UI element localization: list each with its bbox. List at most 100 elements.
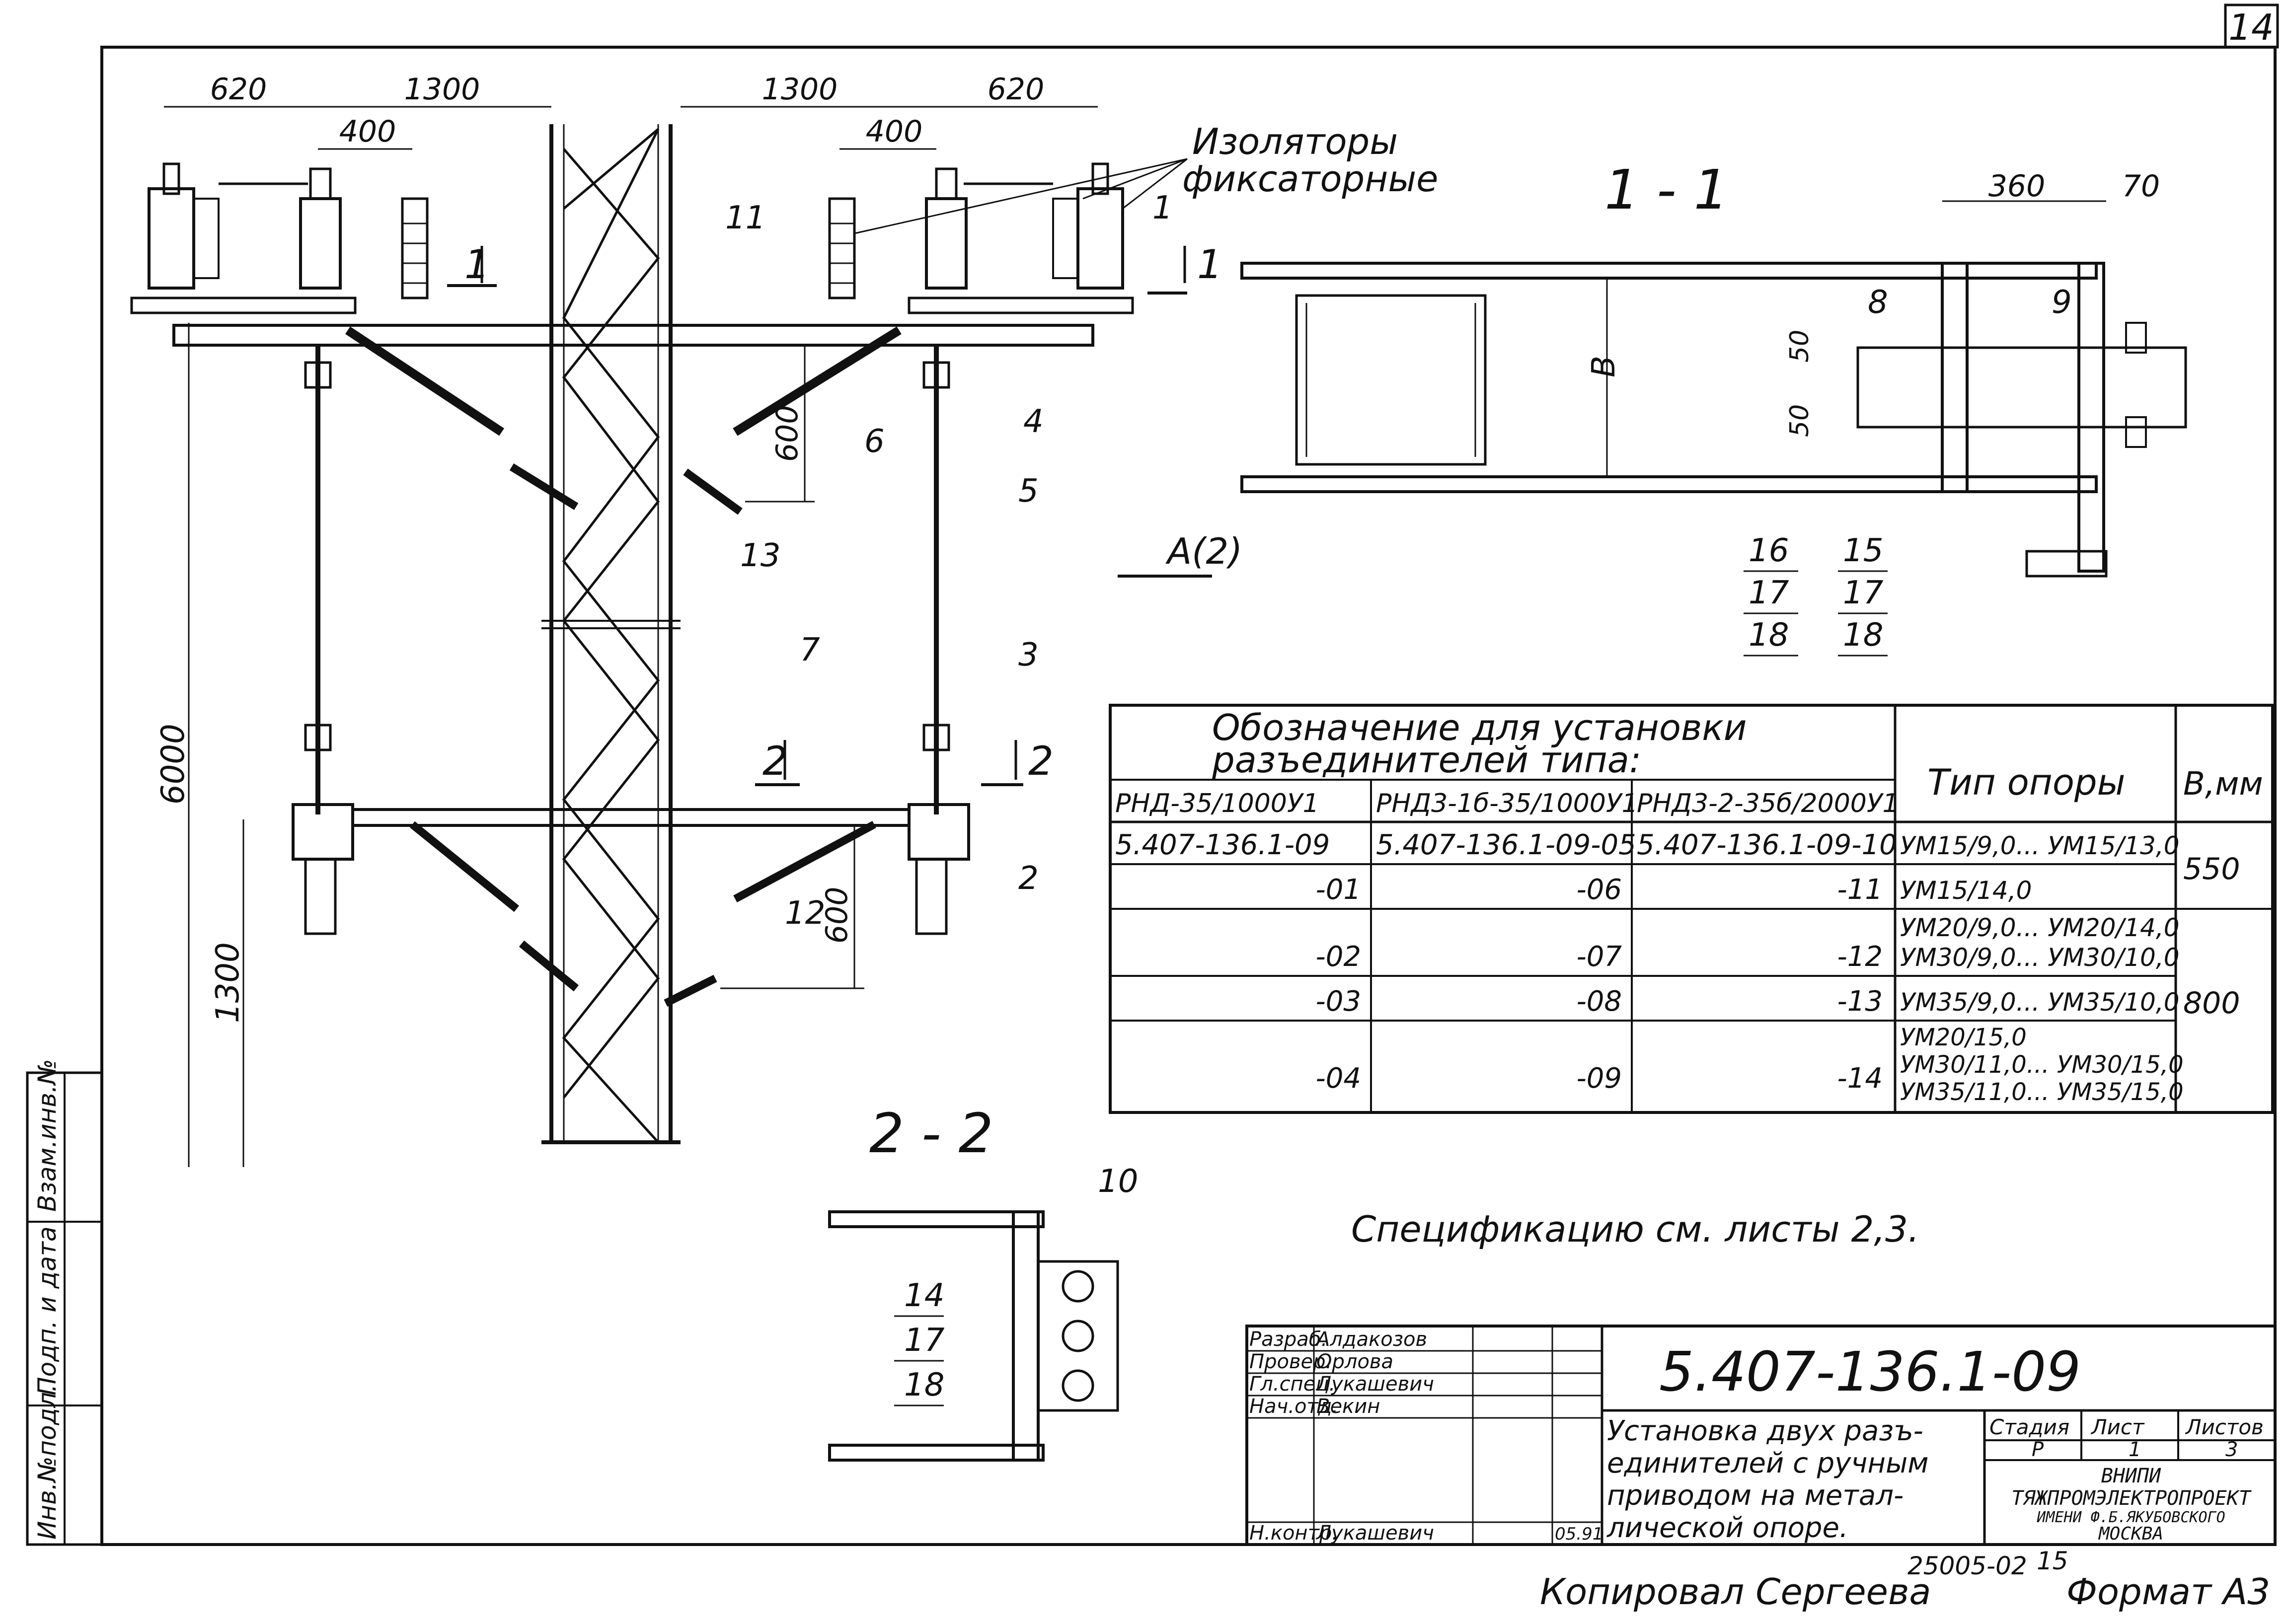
callout-3: 3: [1018, 637, 1039, 673]
disconnector-right: [828, 162, 1124, 299]
dim-50-bottom: 50: [1785, 404, 1815, 437]
side-stamp: Инв.№подл. Подп. и дата Взам.инв.№: [26, 1059, 103, 1546]
tb-sheet: 1: [2129, 1438, 2141, 1461]
table-row-4-c1: -04: [1316, 1062, 1361, 1095]
drive-mechanisms: [292, 803, 970, 935]
table-row-3-c3: -13: [1837, 985, 1883, 1018]
table-col-type-2: РНД3-1б-35/1000У1: [1376, 789, 1638, 818]
table-col-type-3: РНД3-2-35б/2000У1: [1637, 789, 1899, 818]
table-b-550: 550: [2183, 852, 2240, 886]
sheet-number: 14: [2228, 6, 2274, 48]
table-header-support: Тип опоры: [1927, 761, 2125, 803]
callout-7: 7: [800, 632, 820, 668]
dim-1300-vertical: 1300: [210, 942, 246, 1023]
dim-600-lower: 600: [820, 886, 854, 944]
tb-role-3: Нач.отд.: [1249, 1395, 1338, 1418]
tb-stage-label: Стадия: [1989, 1415, 2069, 1439]
dim-600-upper: 600: [770, 405, 805, 462]
callout-15: 15: [1843, 532, 1883, 569]
table-row-0-c1: 5.407-136.1-09: [1115, 829, 1330, 861]
tb-name-3: Векин: [1316, 1395, 1380, 1418]
table-row-4-c2: -09: [1577, 1062, 1622, 1095]
table-row-2-c2: -07: [1577, 941, 1622, 973]
designation-table: Обозначение для установки разъединителей…: [1109, 704, 2274, 1114]
callout-9: 9: [2052, 284, 2072, 321]
section-mark-2-left: 2: [762, 738, 788, 784]
callout-14: 14: [904, 1277, 944, 1314]
side-stamp-inv: Инв.№подл.: [33, 1384, 62, 1540]
table-col-type-1: РНД-35/1000У1: [1115, 789, 1319, 818]
table-header-b: В,мм: [2183, 766, 2263, 803]
callout-17-a: 17: [1749, 575, 1789, 611]
table-row-4-support-1: УМ30/11,0... УМ30/15,0: [1900, 1051, 2184, 1079]
table-row-2-support-0: УМ20/9,0... УМ20/14,0: [1900, 913, 2180, 942]
upper-crossarm: [130, 296, 1134, 515]
callout-11: 11: [725, 200, 765, 236]
table-row-2-c3: -12: [1837, 941, 1883, 973]
table-row-1-c1: -01: [1316, 874, 1361, 906]
sheet-frame: [100, 46, 2277, 1546]
view-a-label: A(2): [1165, 530, 1242, 572]
dim-50-top: 50: [1785, 330, 1815, 363]
dim-1300-left: 1300: [404, 72, 480, 107]
callout-16: 16: [1749, 532, 1789, 569]
callout-18-b: 18: [1843, 617, 1883, 654]
tb-org-2: ИМЕНИ Ф.Б.ЯКУБОВСКОГО: [2036, 1509, 2225, 1526]
order-page: 15: [2037, 1547, 2068, 1575]
section-1-1-title: 1 - 1: [1604, 158, 1729, 221]
dimension-lines: [164, 106, 1098, 1167]
dim-620-left: 620: [210, 72, 267, 107]
tb-title-line-1: единителей с ручным: [1607, 1447, 1929, 1479]
dim-400-right: 400: [866, 114, 923, 149]
section-1-1: 1 - 1 360 70 B 50 50 8 9 16 17 18 15 17 …: [1240, 158, 2187, 657]
table-row-1-c2: -06: [1577, 874, 1622, 906]
tb-title-line-3: лической опоре.: [1606, 1512, 1848, 1544]
section-2-2-title: 2 - 2: [869, 1102, 993, 1165]
tb-stage: Р: [2032, 1438, 2044, 1461]
tb-doc-number: 5.407-136.1-09: [1659, 1340, 2081, 1403]
tb-sheets-label: Листов: [2185, 1415, 2264, 1439]
tb-org-0: ВНИПИ: [2101, 1465, 2161, 1487]
callout-18-c: 18: [904, 1367, 944, 1403]
callout-17-b: 17: [1843, 575, 1884, 611]
drive-rods: [304, 345, 950, 814]
tb-title-line-0: Установка двух разъ-: [1607, 1415, 1923, 1447]
tb-name-2: Лукашевич: [1315, 1373, 1434, 1396]
dim-b: B: [1586, 356, 1622, 377]
tb-date: 05.91: [1555, 1524, 1603, 1544]
order-number: 25005-02: [1907, 1551, 2027, 1580]
table-row-4-support-2: УМ35/11,0... УМ35/15,0: [1900, 1078, 2184, 1106]
callout-10: 10: [1098, 1163, 1138, 1200]
lattice-tower: [541, 124, 681, 1144]
callout-17-c: 17: [904, 1322, 945, 1359]
side-stamp-sign: Подп. и дата: [33, 1226, 62, 1396]
section-mark-2-right: 2: [1028, 738, 1054, 784]
section-mark-1-right: 1: [1197, 241, 1222, 288]
callout-8: 8: [1868, 284, 1888, 321]
copied-by: Копировал Сергеева: [1540, 1571, 1931, 1613]
dim-620-right: 620: [988, 72, 1045, 107]
table-header-designation-1: Обозначение для установки: [1212, 707, 1747, 748]
section-2-2: 2 - 2 10 14 17 18: [828, 1102, 1138, 1462]
callout-2: 2: [1018, 860, 1039, 897]
table-b-800: 800: [2183, 986, 2240, 1021]
callout-4: 4: [1023, 403, 1044, 440]
dim-360: 360: [1988, 169, 2046, 204]
disconnector-left: [148, 162, 429, 299]
table-row-3-support-0: УМ35/9,0... УМ35/10,0: [1900, 988, 2180, 1017]
tb-name-0: Алдакозов: [1315, 1328, 1427, 1351]
tb-role-1: Провер.: [1249, 1350, 1332, 1373]
table-row-2-c1: -02: [1316, 941, 1361, 973]
tb-name-4: Лукашевич: [1315, 1522, 1434, 1545]
elevation-view: 620 1300 400 1300 620 400 600 600 6000 1…: [130, 72, 1438, 1167]
tb-role-4: Н.контр.: [1249, 1522, 1338, 1545]
tb-role-0: Разраб.: [1249, 1328, 1327, 1351]
dim-1300-right: 1300: [762, 72, 838, 107]
table-row-0-support-0: УМ15/9,0... УМ15/13,0: [1900, 831, 2180, 860]
tb-name-1: Орлова: [1316, 1350, 1393, 1373]
dim-6000: 6000: [155, 724, 192, 805]
spec-note: Спецификацию см. листы 2,3.: [1351, 1208, 1919, 1250]
dim-70: 70: [2122, 169, 2160, 204]
table-row-1-support-0: УМ15/14,0: [1900, 876, 2032, 905]
